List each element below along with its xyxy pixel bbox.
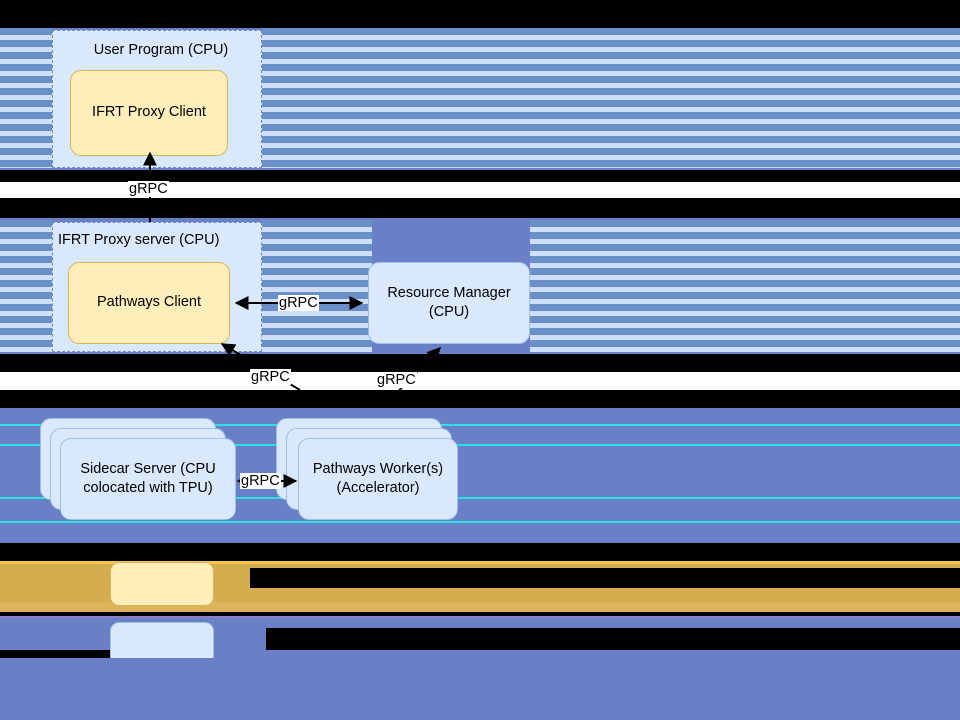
container-ifrt-proxy-server-label: IFRT Proxy server (CPU) [58, 232, 220, 248]
glitch-stripes-row1-right [262, 28, 960, 168]
glitch-band-black-gap1a [0, 170, 960, 182]
glitch-band-black-gap2b [0, 390, 960, 408]
edge-label-grpc-server-client: gRPC [128, 181, 169, 197]
legend-swatch-yellow [110, 562, 214, 606]
footer-fill [0, 658, 960, 720]
node-sidecar-server: Sidecar Server (CPU colocated with TPU) [60, 438, 236, 520]
glitch-band-black-legend-e [0, 650, 166, 658]
glitch-band-black-top [0, 0, 960, 28]
glitch-stripes-row2-right [530, 220, 960, 352]
node-sidecar-server-line1: Sidecar Server (CPU [80, 460, 216, 477]
glitch-band-gold-legend-1 [0, 561, 960, 564]
glitch-scanline-1 [0, 424, 960, 426]
glitch-band-black-gap2a [0, 354, 960, 372]
node-pathways-worker-line2: (Accelerator) [336, 480, 420, 496]
edge-label-grpc-client-resourcemanager: gRPC [278, 295, 319, 311]
node-sidecar-server-line2: colocated with TPU) [83, 480, 213, 496]
edge-label-grpc-sidecar-client: gRPC [250, 369, 291, 385]
glitch-band-white-gap2 [0, 372, 960, 390]
glitch-scanline-2 [0, 444, 960, 446]
node-resource-manager-line2: (CPU) [428, 304, 470, 320]
glitch-band-black-legend-c [0, 612, 960, 616]
node-resource-manager-line1: Resource Manager [387, 284, 511, 301]
glitch-band-white-gap1 [0, 182, 960, 198]
container-user-program-label: User Program (CPU) [93, 42, 229, 58]
glitch-stripes-row2-left [0, 220, 52, 352]
glitch-stripes-row1-left [0, 28, 52, 168]
edge-label-grpc-worker-resourcemanager: gRPC [376, 372, 417, 388]
glitch-stripes-row2-mid [262, 220, 372, 352]
glitch-scanline-3 [0, 497, 960, 499]
node-pathways-worker: Pathways Worker(s) (Accelerator) [298, 438, 458, 520]
glitch-band-black-gap1b [0, 198, 960, 218]
glitch-band-black-legend-a [0, 543, 960, 561]
glitch-band-purple-legend [0, 616, 960, 618]
node-pathways-client: Pathways Client [68, 262, 230, 344]
node-resource-manager: Resource Manager (CPU) [368, 262, 530, 344]
glitch-scanline-4 [0, 521, 960, 523]
edge-label-grpc-sidecar-worker: gRPC [240, 473, 281, 489]
glitch-band-gold-legend-3 [0, 602, 960, 612]
node-pathways-worker-line1: Pathways Worker(s) [312, 460, 444, 477]
glitch-band-black-legend-d [266, 628, 960, 650]
glitch-band-black-legend-b [250, 568, 960, 588]
